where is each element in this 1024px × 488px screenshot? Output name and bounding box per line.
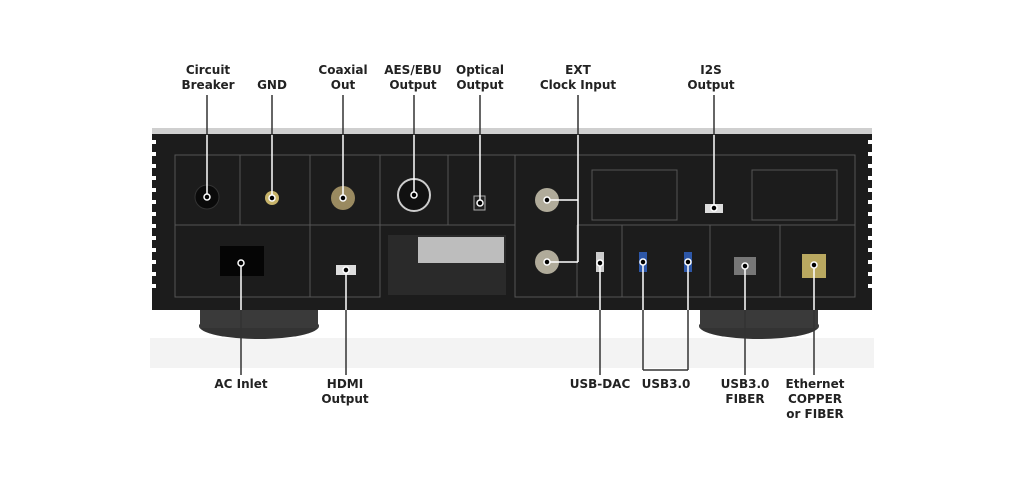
foot-right-body — [700, 308, 818, 328]
chassis — [152, 134, 872, 310]
floor-reflection — [150, 338, 874, 368]
label-gnd: GND — [257, 78, 287, 92]
label-ac-inlet: AC Inlet — [214, 377, 268, 391]
callout-dots — [203, 191, 818, 274]
top-cover — [152, 128, 872, 135]
callout-lines-panel — [206, 135, 815, 310]
label-usb3: USB3.0 — [641, 377, 691, 391]
label-usb-dac: USB-DAC — [569, 377, 631, 391]
callout-lines-outside — [206, 95, 815, 375]
serial-label — [418, 237, 504, 263]
panel-sections — [174, 154, 856, 298]
heatsink-fins — [152, 140, 872, 288]
foot-left-body — [200, 308, 318, 328]
